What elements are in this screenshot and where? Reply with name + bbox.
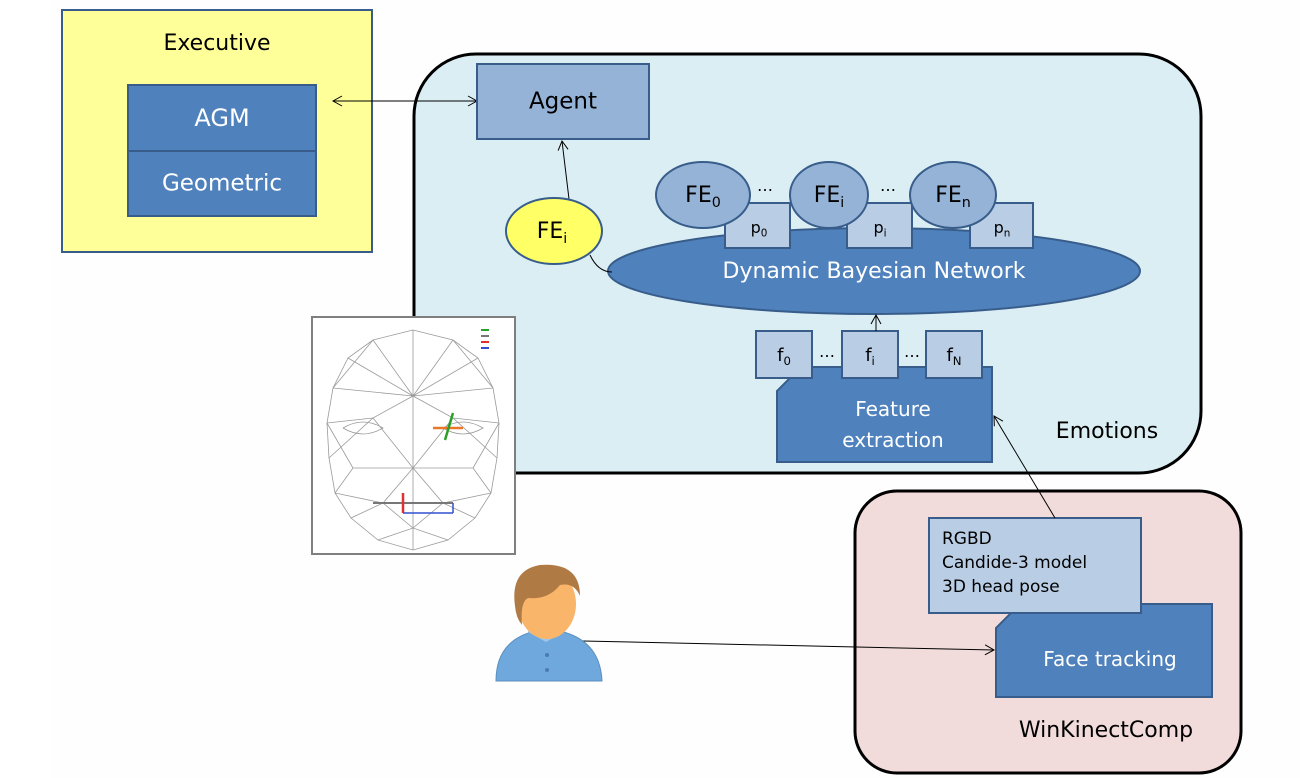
face-mesh-image: [311, 316, 516, 555]
fe0-node[interactable]: [655, 161, 751, 229]
agent-box[interactable]: [476, 63, 650, 140]
pn-label: pn: [993, 218, 1011, 240]
face-mesh-drawing: [326, 329, 500, 551]
tracking-info-text: RGBD Candide-3 model 3D head pose: [942, 527, 1087, 599]
p0-label: p0: [750, 218, 768, 240]
f0-label: f0: [777, 345, 791, 369]
info-rgbd: RGBD: [942, 529, 992, 549]
selected-fe-label: FEi: [536, 219, 568, 247]
fei-node[interactable]: [789, 161, 869, 229]
user-icon: [495, 564, 603, 682]
fi-box[interactable]: [841, 330, 899, 379]
info-candide: Candide-3 model: [942, 553, 1088, 573]
geometric-label: Geometric: [161, 170, 283, 197]
geometric-module[interactable]: [127, 150, 317, 217]
agm-module[interactable]: [127, 84, 317, 152]
agent-label: Agent: [528, 88, 598, 115]
dbn-fe-connector: [589, 254, 613, 273]
executive-title: Executive: [163, 31, 271, 56]
face-tracking-label: Face tracking: [1043, 647, 1177, 671]
winkinect-title: WinKinectComp: [1018, 718, 1194, 743]
fe-ellipsis-1: …: [757, 176, 773, 195]
fe-ellipsis-2: …: [880, 176, 896, 195]
fe-agent-arrow: [557, 139, 570, 200]
info-head-pose: 3D head pose: [942, 577, 1060, 597]
fei-label: FEi: [813, 183, 845, 211]
agm-label: AGM: [194, 104, 250, 132]
feature-extraction-label-1: Feature: [855, 397, 931, 421]
f-ellipsis-2: …: [904, 342, 920, 361]
emotions-title: Emotions: [1055, 419, 1159, 444]
fen-label: FEn: [935, 183, 971, 211]
f-ellipsis-1: …: [819, 342, 835, 361]
feature-extraction-label-2: extraction: [842, 428, 944, 452]
face-mesh-legend: [481, 329, 489, 349]
fN-label: fN: [946, 345, 962, 369]
face-tracking-box[interactable]: [995, 603, 1213, 698]
selected-fe-node[interactable]: [505, 197, 603, 265]
fi-label: fi: [865, 345, 875, 369]
fen-node[interactable]: [909, 161, 997, 229]
user-tracking-arrow: [582, 640, 996, 656]
tracking-feature-arrow: [993, 415, 1056, 519]
tracking-info-box[interactable]: [928, 517, 1142, 614]
pn-box[interactable]: [969, 202, 1034, 249]
fN-box[interactable]: [925, 330, 983, 379]
fe0-label: FE0: [685, 183, 721, 211]
f0-box[interactable]: [755, 330, 813, 379]
dbn-label: Dynamic Bayesian Network: [722, 259, 1026, 284]
pi-label: pi: [873, 218, 887, 240]
